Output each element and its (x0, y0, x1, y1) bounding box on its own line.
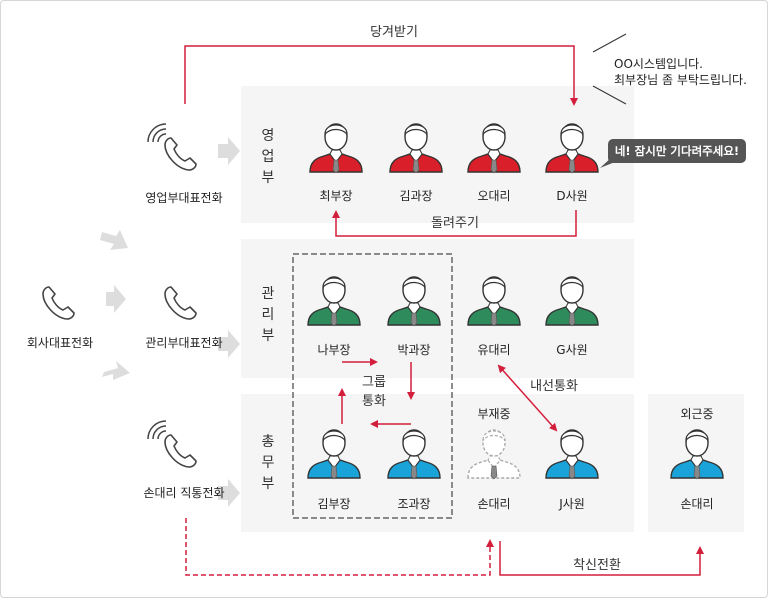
person-icon (387, 276, 441, 327)
staff-name: 유대리 (477, 343, 511, 357)
direct-dashed-arrow (185, 518, 494, 576)
phone-layer (42, 123, 197, 468)
person-icon (307, 429, 361, 480)
phone-icon (164, 286, 197, 320)
staff-name: 나부장 (317, 343, 351, 357)
callout-line (592, 85, 627, 105)
pickup-arrow (184, 45, 578, 106)
phone-icon (147, 420, 197, 468)
chevron-right-icon (218, 137, 240, 165)
staff-name: 최부장 (319, 189, 353, 203)
staff-name: 손대리 (680, 497, 714, 511)
chevron-right-icon (102, 361, 130, 380)
callout-line (592, 33, 627, 53)
sales-phone-label: 영업부대표전화 (145, 191, 223, 205)
person-icon (389, 123, 443, 174)
forward-arrow (499, 541, 704, 576)
status-absent: 부재중 (477, 407, 511, 421)
phone-icon (42, 286, 75, 320)
person-icon (545, 123, 599, 174)
pickup-label: 당겨받기 (370, 25, 418, 40)
chevron-right-icon (218, 330, 240, 358)
chevron-right-icon (218, 479, 240, 507)
group-box (292, 253, 453, 519)
status-out: 외근중 (680, 407, 714, 421)
staff-name: 조과장 (397, 497, 431, 511)
person-icon (467, 429, 521, 480)
chevron-right-icon (106, 285, 126, 313)
staff-name: D사원 (556, 189, 588, 203)
staff-name: J사원 (559, 497, 585, 511)
direct-phone-label: 손대리 직통전화 (143, 486, 225, 500)
return-label: 돌려주기 (431, 216, 479, 231)
staff-name: G사원 (556, 343, 588, 357)
callout-line2: 최부장님 좀 부탁드립니다. (614, 73, 747, 87)
person-icon (467, 123, 521, 174)
extension-arrow (497, 364, 558, 432)
person-icon (545, 276, 599, 327)
reply-bubble: 네! 잠시만 기다려주세요! (608, 139, 746, 163)
signal-wave-icon (147, 123, 167, 143)
person-icon (387, 429, 441, 480)
person-icon (309, 123, 363, 174)
mgmt-phone-label: 관리부대표전화 (145, 336, 223, 350)
person-icon (467, 276, 521, 327)
person-icon (670, 429, 724, 480)
flow-chevrons (100, 137, 240, 507)
signal-wave-icon (147, 420, 167, 440)
callout-line1: OO시스템입니다. (614, 57, 703, 71)
staff-name: 김부장 (317, 497, 351, 511)
return-arrow (332, 210, 577, 237)
phone-icon (147, 123, 197, 171)
staff-name: 김과장 (399, 189, 433, 203)
chevron-right-icon (100, 230, 128, 250)
staff-name: 오대리 (477, 189, 511, 203)
person-icon (545, 429, 599, 480)
person-icon (307, 276, 361, 327)
people-layer (307, 123, 724, 480)
company-phone-label: 회사대표전화 (26, 336, 94, 350)
extension-label: 내선통화 (530, 379, 578, 394)
forward-label: 착신전환 (573, 558, 621, 573)
staff-name: 박과장 (397, 343, 431, 357)
staff-name: 손대리 (477, 497, 511, 511)
